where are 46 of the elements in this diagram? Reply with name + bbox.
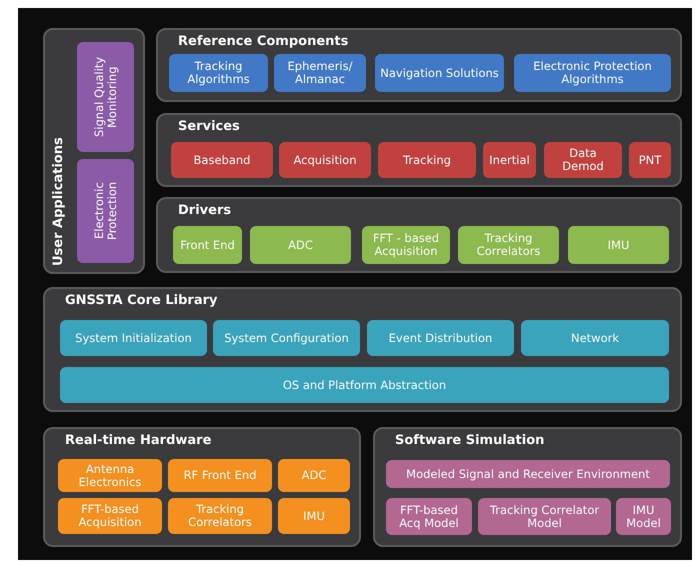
component-block: ADC <box>278 459 350 492</box>
layer-heading: Software Simulation <box>395 433 544 448</box>
component-block: Signal Quality Monitoring <box>77 42 134 152</box>
layer-heading: Services <box>178 119 240 134</box>
component-block: Tracking Algorithms <box>169 54 268 92</box>
component-block: Tracking Correlators <box>168 498 272 534</box>
component-block: FFT-based Acquisition <box>58 498 162 534</box>
component-block: OS and Platform Abstraction <box>60 367 669 403</box>
layer-heading: User Applications <box>51 137 66 266</box>
component-block: Navigation Solutions <box>375 54 504 92</box>
component-block: Front End <box>173 226 242 264</box>
component-block: Antenna Electronics <box>58 459 162 492</box>
component-block: ADC <box>250 226 351 264</box>
component-block: Electronic Protection <box>77 159 134 263</box>
layer-panel <box>156 113 682 187</box>
component-block: System Configuration <box>213 320 360 356</box>
component-block: Ephemeris/ Almanac <box>274 54 366 92</box>
component-block: IMU Model <box>616 498 671 535</box>
component-block: Acquisition <box>279 142 371 178</box>
component-block: IMU <box>568 226 669 264</box>
component-block: Electronic Protection Algorithms <box>514 54 671 92</box>
component-block: System Initialization <box>60 320 207 356</box>
component-block: Inertial <box>483 142 536 178</box>
component-block: Event Distribution <box>367 320 514 356</box>
component-block: Tracking <box>378 142 476 178</box>
layer-panel <box>156 197 682 273</box>
component-block: IMU <box>278 498 350 534</box>
component-block: Tracking Correlator Model <box>478 498 611 535</box>
component-block: FFT-based Acq Model <box>386 498 472 535</box>
component-block: Baseband <box>171 142 273 178</box>
component-block: Tracking Correlators <box>458 226 559 264</box>
layer-panel <box>373 427 682 547</box>
component-block: PNT <box>629 142 671 178</box>
layer-panel <box>43 287 682 412</box>
layer-panel <box>43 427 361 547</box>
layer-panel <box>156 28 682 102</box>
layer-heading: Reference Components <box>178 34 348 49</box>
component-block: RF Front End <box>168 459 272 492</box>
component-block: Data Demod <box>544 142 622 178</box>
component-block: FFT - based Acquisition <box>362 226 450 264</box>
layer-heading: Drivers <box>178 203 232 218</box>
layer-heading: Real-time Hardware <box>65 433 212 448</box>
component-block: Network <box>521 320 669 356</box>
component-block: Modeled Signal and Receiver Environment <box>386 460 670 488</box>
layer-heading: GNSSTA Core Library <box>65 293 218 308</box>
layer-panel <box>43 28 145 274</box>
